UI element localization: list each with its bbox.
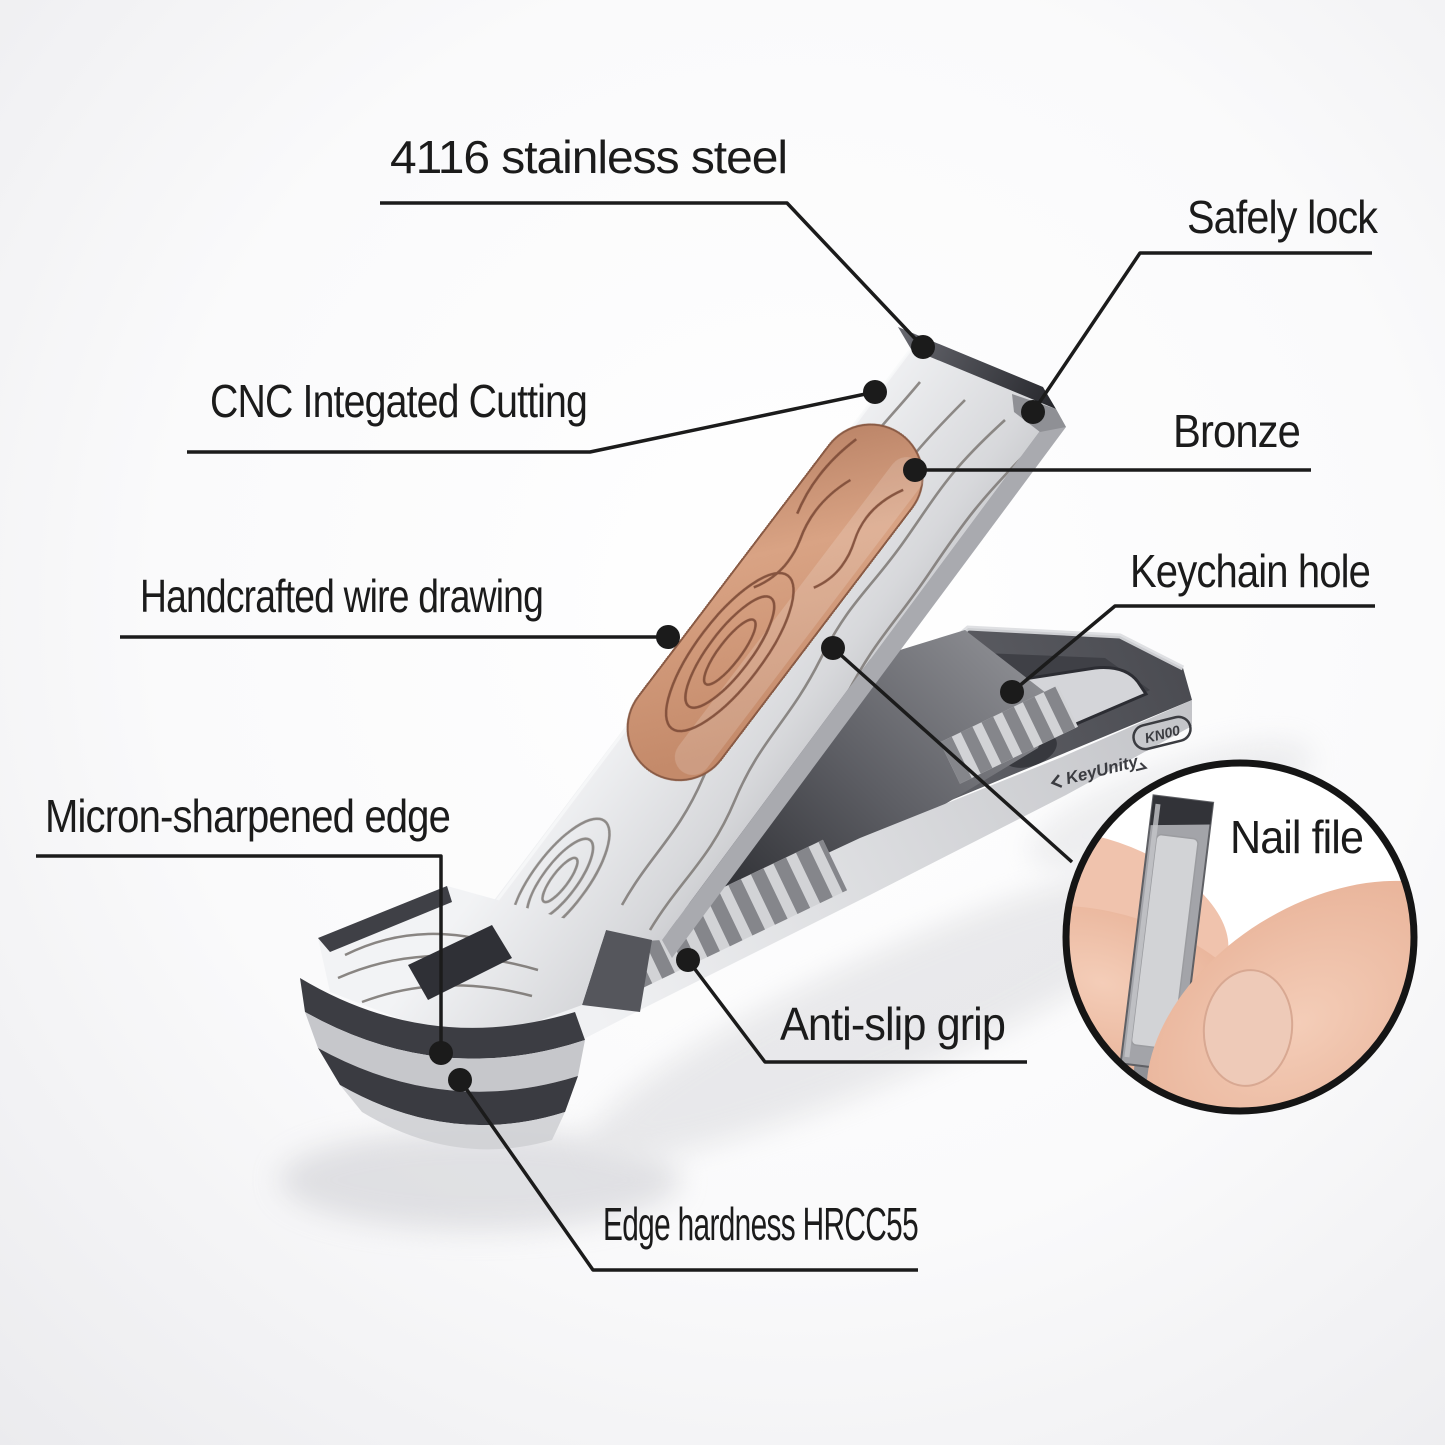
- label-micron-edge: Micron-sharpened edge: [45, 790, 450, 842]
- dot-wire-drawing: [656, 625, 680, 649]
- leader-dots: [429, 335, 1045, 1092]
- cutting-head: [300, 886, 652, 1150]
- label-keychain-hole: Keychain hole: [1130, 545, 1370, 597]
- lever-top-cap: [898, 327, 1056, 409]
- leader-cnc: [187, 390, 876, 454]
- head-hinge: [582, 930, 652, 1012]
- leader-safely-lock: [1031, 251, 1372, 413]
- thumbnail: [1202, 969, 1294, 1087]
- dot-nail-file: [821, 636, 845, 660]
- head-top-rim: [318, 886, 452, 952]
- leader-edge-hardness: [458, 1078, 918, 1272]
- jaw-base: [340, 1085, 565, 1150]
- lever-edge: [662, 409, 1066, 958]
- lower-jaw: [318, 1048, 578, 1126]
- label-stainless-steel: 4116 stainless steel: [390, 131, 787, 183]
- jaw-lip: [305, 1012, 585, 1092]
- label-edge-hardness: Edge hardness HRCC55: [603, 1198, 918, 1250]
- dot-edge-hardness: [448, 1068, 472, 1092]
- thumb: [1146, 880, 1414, 1111]
- dot-stainless: [911, 335, 935, 359]
- inset-pointer: [831, 646, 1074, 864]
- label-anti-slip-grip: Anti-slip grip: [780, 998, 1005, 1050]
- file-end-cap: [1149, 795, 1214, 826]
- label-nail-file: Nail file: [1230, 811, 1363, 863]
- dot-bronze: [903, 458, 927, 482]
- bronze-inlay: [626, 423, 925, 782]
- brand-underline: [1135, 762, 1148, 772]
- blade-arm: [645, 630, 1055, 952]
- label-cnc-cutting: CNC Integated Cutting: [210, 375, 587, 427]
- dot-keychain: [1000, 680, 1024, 704]
- label-bronze: Bronze: [1173, 405, 1300, 457]
- dot-cnc: [863, 380, 887, 404]
- clipper-lever: [455, 327, 1066, 958]
- leader-keychain: [1010, 604, 1375, 694]
- brand-bracket-icon: [1050, 774, 1063, 788]
- inset-ring: [1062, 759, 1418, 1115]
- dot-anti-slip: [676, 948, 700, 972]
- leader-micron-edge: [36, 854, 443, 1053]
- dot-micron-edge: [429, 1041, 453, 1065]
- label-wire-drawing: Handcrafted wire drawing: [140, 570, 543, 622]
- lever-slot: [408, 925, 512, 1000]
- dot-safely-lock: [1021, 400, 1045, 424]
- leader-stainless: [380, 201, 925, 349]
- inset-pointer-line: [831, 646, 1074, 864]
- leader-lines: [36, 201, 1375, 1272]
- label-safely-lock: Safely lock: [1187, 191, 1379, 243]
- upper-jaw: [300, 978, 585, 1059]
- callout-labels: 4116 stainless steel Safely lock CNC Int…: [45, 131, 1380, 1250]
- leader-anti-slip: [686, 958, 1027, 1064]
- nail-file-inset: [1062, 759, 1418, 1115]
